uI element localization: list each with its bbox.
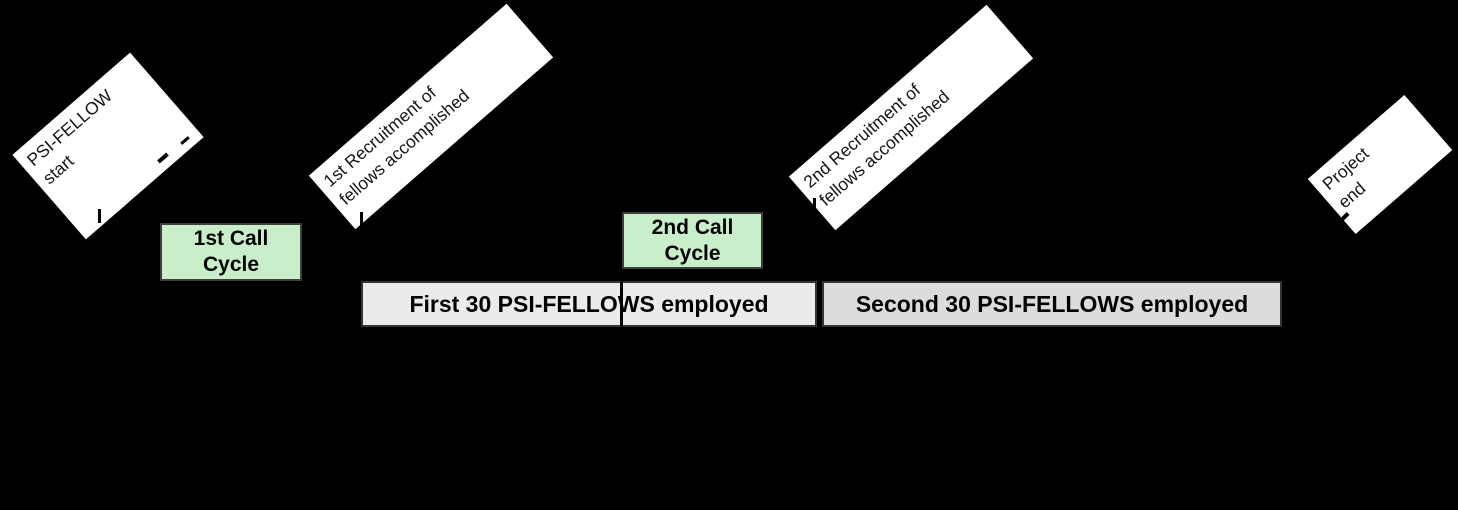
milestone-flag-second-recruitment: 2nd Recruitment of fellows accomplished [788, 4, 1034, 231]
bar-label: Second 30 PSI-FELLOWS employed [855, 290, 1249, 317]
call-cycle-line-2: Cycle [202, 253, 260, 276]
second-30-employed-bar: Second 30 PSI-FELLOWS employed [822, 281, 1282, 327]
milestone-flag-project-end: Project end [1307, 94, 1453, 235]
flag-line-2: fellows accomplished [335, 85, 474, 209]
timeline-tick-mark [813, 198, 816, 221]
milestone-flag-psi-fellow-start: PSI-FELLOW start [12, 52, 204, 240]
call-cycle-line-1: 1st Call [193, 227, 269, 250]
timeline-tick-mark [620, 277, 623, 327]
flag-line-1: 2nd Recruitment of [799, 79, 925, 192]
call-cycle-line-2: Cycle [664, 241, 721, 265]
timeline-tick-mark [98, 209, 101, 223]
first-30-employed-bar: First 30 PSI-FELLOWS employed [361, 281, 817, 327]
milestone-flag-first-recruitment: 1st Recruitment of fellows accomplished [308, 3, 554, 230]
bar-label: First 30 PSI-FELLOWS employed [409, 290, 769, 317]
flag-line-2: fellows accomplished [815, 86, 954, 210]
timeline-tick-mark [360, 212, 363, 228]
clipped-text-artifact [1395, 217, 1404, 226]
first-call-cycle-box: 1st Call Cycle [160, 223, 302, 281]
flag-line-1: 1st Recruitment of [319, 82, 440, 191]
second-call-cycle-box: 2nd Call Cycle [622, 212, 763, 269]
call-cycle-line-1: 2nd Call [651, 215, 734, 239]
